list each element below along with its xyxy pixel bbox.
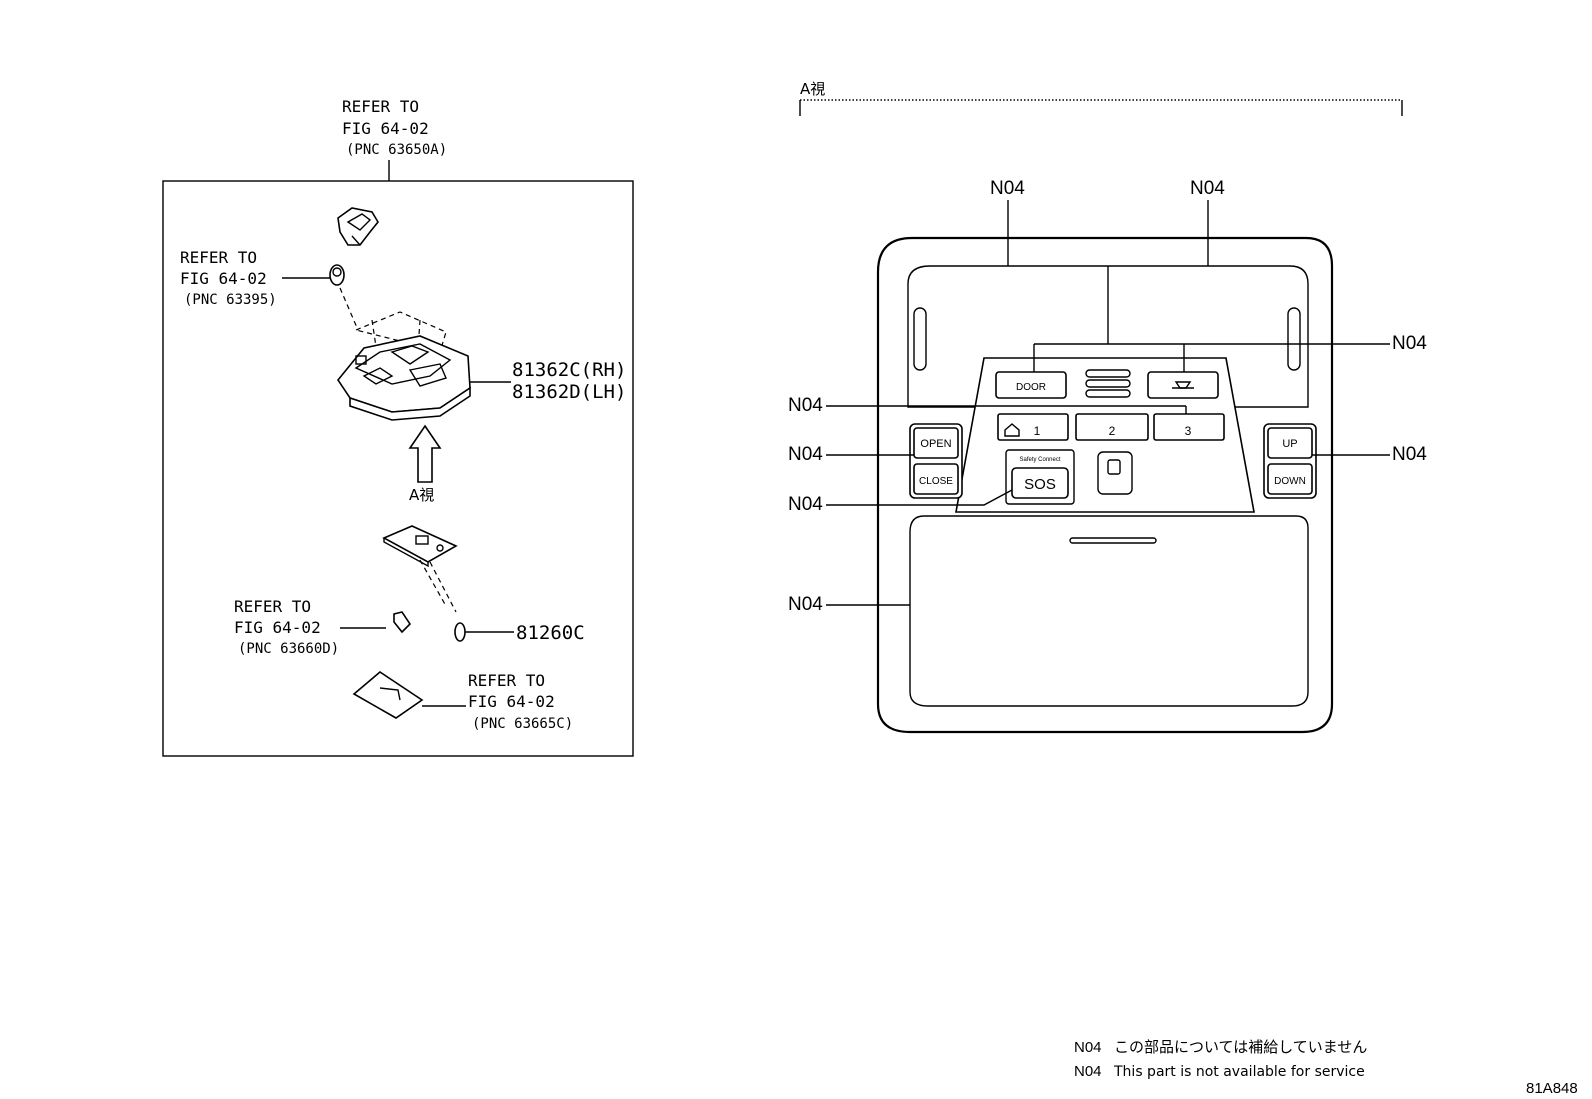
bracket-part [352, 671, 424, 719]
console-outer [876, 236, 1334, 734]
left-exploded-view: REFER TO FIG 64-02 (PNC 63650A) REFER TO… [162, 97, 634, 757]
switch-part [329, 264, 345, 286]
garage-button-1[interactable] [997, 413, 1069, 441]
ref-clip-line3: (PNC 63660D) [238, 641, 339, 657]
ref-top-line3: (PNC 63650A) [346, 142, 447, 158]
callout-n04-top-right: N04 [1190, 178, 1225, 199]
figure-id: 81A848 [1526, 1080, 1578, 1097]
garage-button-1-label: 1 [1034, 424, 1041, 438]
right-view-a: A視 DOOR 1 2 3 [788, 80, 1427, 734]
ref-switch-line2: FIG 64-02 [180, 269, 267, 288]
sos-button-label: SOS [1024, 476, 1056, 493]
sunglass-holder-handle [1069, 537, 1157, 544]
view-a-title: A視 [800, 80, 825, 98]
tilt-up-button[interactable] [1267, 427, 1313, 459]
microphone [1097, 451, 1133, 495]
bulb-part [454, 622, 466, 642]
center-grille [1085, 369, 1131, 398]
note-1-code: N04 [1074, 1039, 1102, 1056]
map-light-button[interactable] [1147, 371, 1219, 399]
ref-top-line1: REFER TO [342, 97, 419, 116]
view-arrow [408, 424, 442, 483]
ref-clip-line1: REFER TO [234, 597, 311, 616]
housing-81362 [337, 335, 471, 421]
home-icon [1004, 423, 1020, 437]
part-lh-label: 81362D(LH) [512, 381, 626, 403]
garage-button-2-label: 2 [1109, 424, 1116, 438]
note-2-code: N04 [1074, 1063, 1102, 1080]
notes: N04 この部品については補給していません N04 This part is n… [1074, 1038, 1578, 1097]
callout-n04-holder: N04 [788, 594, 823, 615]
door-button[interactable] [995, 371, 1067, 399]
safety-connect-label: Safety Connect [1019, 457, 1060, 463]
safety-connect-panel [1005, 449, 1075, 505]
view-arrow-label: A視 [409, 486, 434, 504]
note-1-text: この部品については補給していません [1114, 1038, 1367, 1056]
garage-button-3-label: 3 [1185, 424, 1192, 438]
ref-bracket-line2: FIG 64-02 [468, 692, 555, 711]
ref-clip-line2: FIG 64-02 [234, 618, 321, 637]
board-dash-2 [429, 561, 457, 613]
callout-n04-open-close: N04 [788, 444, 823, 465]
part-rh-label: 81362C(RH) [512, 359, 626, 381]
sunroof-close-button[interactable] [913, 463, 959, 495]
callout-n04-garage: N04 [788, 395, 823, 416]
board-dash-1 [419, 559, 447, 607]
left-lamp-slot [913, 307, 927, 371]
open-button-label: OPEN [920, 438, 951, 450]
close-button-label: CLOSE [919, 476, 953, 487]
sos-button[interactable] [1011, 467, 1069, 499]
ref-bracket-line3: (PNC 63665C) [472, 716, 573, 732]
circuit-board [382, 525, 458, 568]
assembly-dashes-top [339, 287, 447, 361]
right-lamp-slot [1287, 307, 1301, 371]
garage-button-3[interactable] [1153, 413, 1225, 441]
down-button-label: DOWN [1274, 476, 1306, 487]
sunroof-open-button[interactable] [913, 427, 959, 459]
garage-button-2[interactable] [1075, 413, 1149, 441]
note-2-text: This part is not available for service [1113, 1064, 1365, 1080]
ref-bracket-line1: REFER TO [468, 671, 545, 690]
ref-top-line2: FIG 64-02 [342, 119, 429, 138]
callout-n04-up-down: N04 [1392, 444, 1427, 465]
lens-part [337, 207, 379, 246]
ref-switch-line1: REFER TO [180, 248, 257, 267]
ref-switch-line3: (PNC 63395) [184, 292, 277, 308]
callout-n04-right-top: N04 [1392, 333, 1427, 354]
up-button-label: UP [1282, 438, 1297, 450]
sunglass-holder[interactable] [909, 515, 1309, 707]
callout-n04-sos: N04 [788, 494, 823, 515]
left-panel-frame [162, 180, 634, 757]
bulb-part-label: 81260C [516, 622, 585, 644]
door-button-label: DOOR [1016, 382, 1046, 393]
tilt-down-button[interactable] [1267, 463, 1313, 495]
clip-part [393, 611, 412, 634]
callout-n04-top-left: N04 [990, 178, 1025, 199]
lamp-icon [1172, 381, 1194, 389]
